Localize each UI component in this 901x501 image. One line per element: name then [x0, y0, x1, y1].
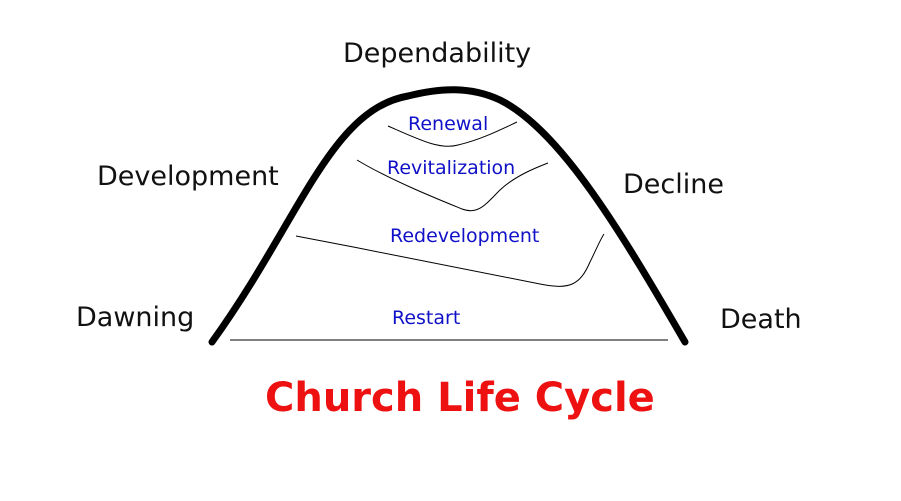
life-cycle-curve: [208, 86, 689, 346]
stage-label-dependability: Dependability: [343, 38, 532, 69]
diagram-title: Church Life Cycle: [265, 375, 655, 421]
intervention-label-renewal: Renewal: [408, 113, 489, 135]
renewal-divider: [387, 121, 518, 147]
intervention-label-revitalization: Revitalization: [387, 157, 516, 179]
stage-label-decline: Decline: [623, 169, 724, 200]
intervention-label-restart: Restart: [392, 307, 461, 329]
stage-label-death: Death: [720, 304, 802, 335]
intervention-label-redevelopment: Redevelopment: [390, 225, 540, 247]
redevelopment-divider: [295, 233, 605, 287]
revitalization-divider: [356, 159, 549, 212]
stage-label-development: Development: [97, 161, 279, 192]
stage-label-dawning: Dawning: [76, 302, 195, 333]
